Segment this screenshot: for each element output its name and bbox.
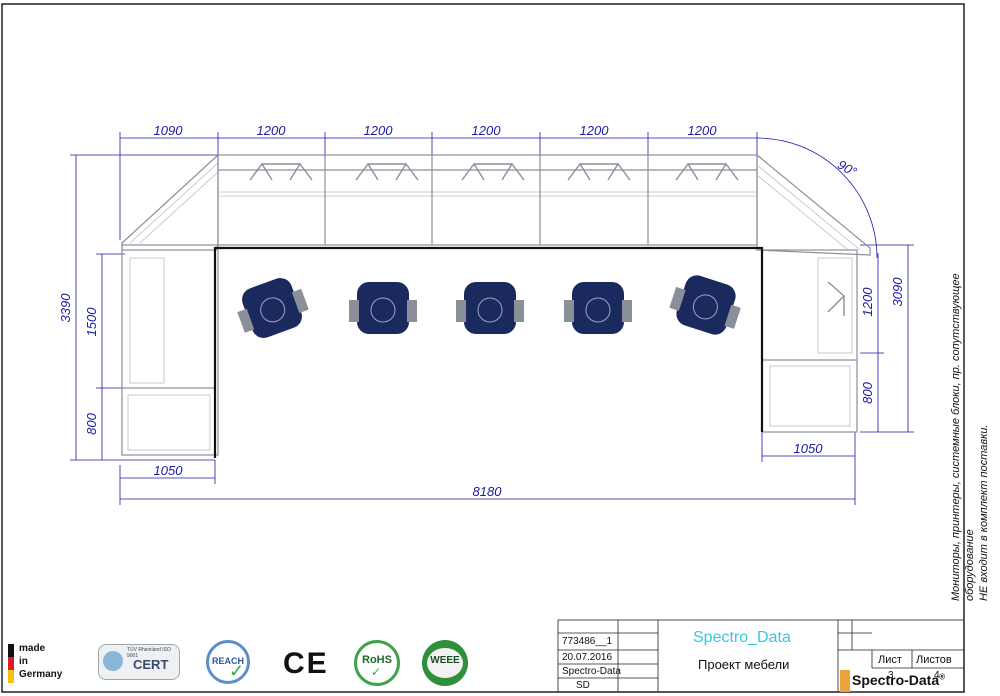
equipment-note: Мониторы, принтеры, системные блоки, пр.… [940, 230, 1000, 601]
project-title: Проект мебели [698, 657, 790, 672]
brand-block: Spectro-Data® [840, 670, 964, 692]
dim-right-upper: 1200 [860, 287, 875, 317]
weee-logo: WEEE [422, 640, 468, 686]
rohs-logo: RoHS ✓ [354, 640, 400, 686]
dim-top-1: 1090 [154, 123, 184, 138]
dim-overall: 8180 [473, 484, 503, 499]
reach-logo: REACH ✓ [206, 640, 250, 684]
dim-top-4: 1200 [472, 123, 502, 138]
in-text: in [19, 656, 28, 667]
dimension-labels: 1090 1200 1200 1200 1200 1200 90° 3390 1… [58, 123, 905, 499]
dim-right-lower: 800 [860, 381, 875, 403]
cert-sub: TÜV Rheinland ISO 9001 [127, 647, 171, 659]
monitor-arms [249, 162, 846, 316]
equipment-note-line-1: Мониторы, принтеры, системные блоки, пр.… [950, 273, 976, 601]
made-in-germany-logo: made in Germany [8, 642, 78, 688]
reach-text: REACH [211, 656, 244, 666]
dim-top-6: 1200 [688, 123, 718, 138]
title-block-grid [557, 619, 965, 693]
dim-bottom-left: 1050 [154, 463, 184, 478]
doc-date: 20.07.2016 [562, 652, 613, 663]
chair-1 [237, 278, 309, 338]
tuv-icon [103, 651, 123, 671]
ce-logo: CE [283, 647, 329, 680]
dim-bottom-right: 1050 [794, 441, 824, 456]
dim-right-total: 3090 [890, 277, 905, 307]
chair-4 [564, 282, 632, 334]
sheet-frame [1, 3, 965, 693]
dim-top-3: 1200 [364, 123, 394, 138]
dim-top-2: 1200 [257, 123, 287, 138]
dim-left-lower: 800 [84, 412, 99, 434]
dim-top-5: 1200 [580, 123, 610, 138]
sheets-label: Листов [916, 654, 952, 666]
dim-left-upper: 1500 [84, 307, 99, 337]
brand-name: Spectro-Data [852, 672, 940, 688]
doc-company: Spectro-Data [562, 666, 621, 677]
rohs-text: RoHS [362, 654, 392, 666]
brand-bar [840, 670, 850, 692]
dim-left-total: 3390 [58, 293, 73, 323]
weee-text: WEEE [430, 655, 460, 666]
operator-chairs [237, 275, 741, 338]
brand-mark: ® [939, 672, 946, 682]
rohs-check-icon: ✓ [371, 665, 382, 679]
germany-text: Germany [19, 669, 63, 680]
cert-logo: TÜV Rheinland ISO 9001 CERT [98, 644, 180, 680]
console-furniture [121, 153, 871, 458]
dim-corner-angle: 90° [835, 157, 860, 180]
project-name: Spectro_Data [693, 629, 791, 646]
equipment-note-line-2: НЕ входит в комплект поставки. [978, 424, 990, 602]
made-text: made [19, 643, 46, 654]
sheet-number: 3 [888, 670, 894, 681]
check-icon: ✓ [229, 661, 245, 681]
doc-number: 773486__1 [562, 636, 613, 647]
sheet-label: Лист [878, 654, 902, 666]
sheets-count: 4 [934, 670, 940, 681]
cert-text: CERT [133, 657, 169, 672]
dimension-lines [70, 132, 914, 505]
doc-code: SD [576, 680, 590, 691]
chair-2 [349, 282, 417, 334]
chair-3 [456, 282, 524, 334]
chair-5 [669, 275, 741, 335]
